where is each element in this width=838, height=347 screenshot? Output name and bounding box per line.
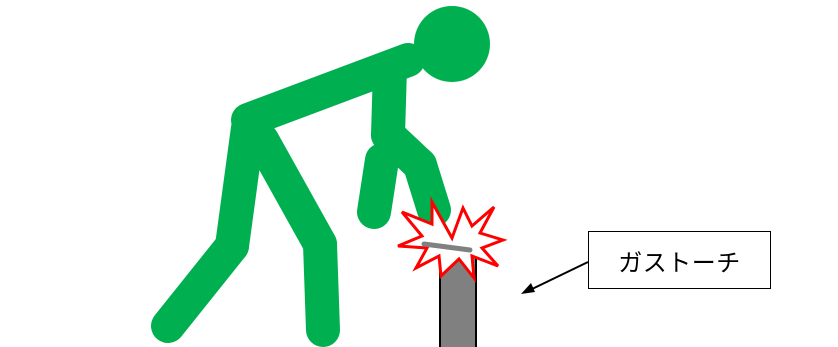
- figure-back-arm: [374, 160, 382, 212]
- figure-right-shin: [320, 244, 323, 330]
- figure-right-thigh: [262, 140, 320, 244]
- bent-over-person-icon: [168, 60, 434, 330]
- callout-arrow: [521, 262, 588, 294]
- figure-left-thigh: [232, 128, 248, 246]
- callout-label: ガストーチ: [618, 243, 741, 278]
- figure-left-shin: [168, 246, 232, 326]
- figure-head: [414, 6, 490, 82]
- arrowhead-icon: [521, 283, 535, 294]
- callout-box: ガストーチ: [588, 231, 771, 289]
